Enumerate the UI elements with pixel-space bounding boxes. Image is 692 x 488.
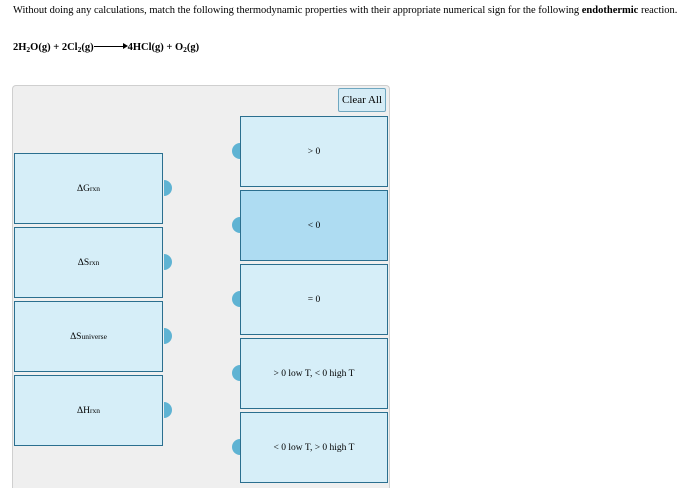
- sign-card-positive-low-t[interactable]: > 0 low T, < 0 high T: [240, 338, 388, 409]
- connector-knob-icon[interactable]: [164, 254, 172, 270]
- reaction-arrow-icon: [93, 41, 128, 51]
- sign-card-greater-than-zero[interactable]: > 0: [240, 116, 388, 187]
- sign-card-equal-zero[interactable]: = 0: [240, 264, 388, 335]
- connector-knob-icon[interactable]: [164, 328, 172, 344]
- connector-knob-icon[interactable]: [232, 217, 240, 233]
- question-text: Without doing any calculations, match th…: [13, 5, 678, 16]
- sign-card-less-than-zero[interactable]: < 0: [240, 190, 388, 261]
- connector-knob-icon[interactable]: [164, 402, 172, 418]
- connector-knob-icon[interactable]: [232, 439, 240, 455]
- clear-all-button[interactable]: Clear All: [338, 88, 386, 112]
- connector-knob-icon[interactable]: [232, 143, 240, 159]
- connector-knob-icon[interactable]: [232, 291, 240, 307]
- emphasis-endothermic: endothermic: [581, 5, 639, 16]
- sign-card-negative-low-t[interactable]: < 0 low T, > 0 high T: [240, 412, 388, 483]
- chemical-equation: 2H2O(g) + 2Cl2(g)4HCl(g) + O2(g): [13, 41, 200, 54]
- connector-knob-icon[interactable]: [232, 365, 240, 381]
- connector-knob-icon[interactable]: [164, 180, 172, 196]
